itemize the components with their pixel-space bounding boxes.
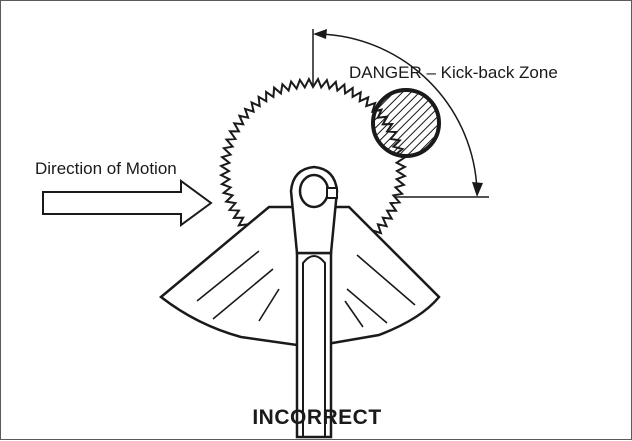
guard-inner-right: [344, 254, 416, 328]
danger-zone-label: DANGER – Kick-back Zone: [349, 63, 558, 82]
arc-arrowhead-right: [472, 182, 483, 197]
shaft-inner: [302, 255, 326, 437]
guard-inner-left: [196, 250, 280, 322]
direction-of-motion-label: Direction of Motion: [35, 159, 177, 178]
incorrect-caption: INCORRECT: [252, 406, 382, 429]
kickback-zone-arc: [318, 33, 478, 192]
gearbox-hub: [298, 173, 330, 209]
arc-arrowhead-top: [313, 29, 327, 39]
danger-zone-circle: [371, 88, 441, 158]
direction-arrow: [42, 179, 213, 227]
hub-nut: [326, 187, 338, 199]
